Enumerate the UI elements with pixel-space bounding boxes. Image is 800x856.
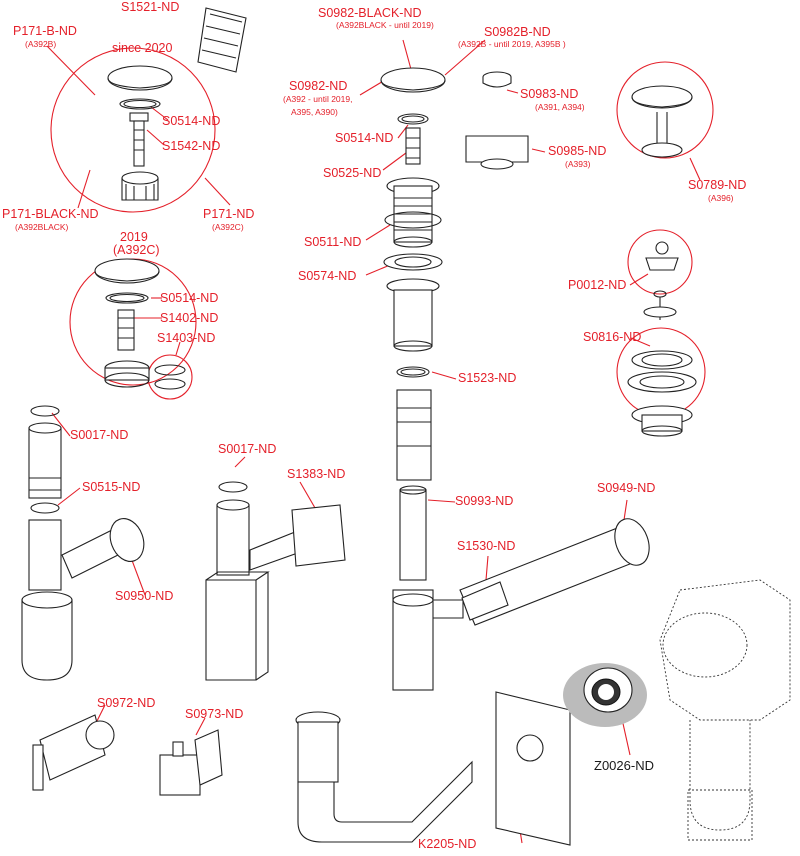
sub-s0983: (A391, A394) (535, 102, 585, 112)
label-s0983: S0983-ND (520, 87, 579, 101)
label-k2205: K2205-ND (418, 837, 477, 851)
sub-s0982-1: (A392 - until 2019, (283, 94, 353, 104)
label-s0574: S0574-ND (298, 269, 357, 283)
label-s0982b: S0982B-ND (484, 25, 551, 39)
z0026-part (563, 663, 647, 727)
label-s0993: S0993-ND (455, 494, 514, 508)
label-s0514-b: S0514-ND (160, 291, 219, 305)
circle-p0012 (627, 229, 693, 295)
sub-s0982b: (A392B - until 2019, A395B ) (458, 39, 566, 49)
s1521-clip (197, 7, 247, 73)
circle-s0789 (616, 61, 714, 159)
label-s0982: S0982-ND (289, 79, 348, 93)
label-s1523: S1523-ND (458, 371, 517, 385)
label-s0982-black: S0982-BLACK-ND (318, 6, 422, 20)
label-s0973: S0973-ND (185, 707, 244, 721)
label-p171: P171-ND (203, 207, 255, 221)
a392c-2019-parts (94, 258, 186, 390)
label-p171black: P171-BLACK-ND (2, 207, 99, 221)
central-waste-parts (380, 67, 529, 691)
sub-s0982-black: (A392BLACK - until 2019) (336, 20, 434, 30)
label-p0012: P0012-ND (568, 278, 627, 292)
label-s0985: S0985-ND (548, 144, 607, 158)
label-s1530: S1530-ND (457, 539, 516, 553)
label-s1521: S1521-ND (121, 0, 180, 14)
label-s0816: S0816-ND (583, 330, 642, 344)
sub-p171b: (A392B) (25, 39, 57, 49)
label-s0972: S0972-ND (97, 696, 156, 710)
label-s0515: S0515-ND (82, 480, 141, 494)
label-s0525: S0525-ND (323, 166, 382, 180)
circle-s1403-small (147, 354, 193, 400)
label-since-2020: since 2020 (112, 41, 173, 55)
angle-valves (32, 714, 223, 796)
leader-lines (46, 11, 701, 844)
label-s0017-b: S0017-ND (218, 442, 277, 456)
sub-p171black: (A392BLACK) (15, 222, 69, 232)
label-s0017-a: S0017-ND (70, 428, 129, 442)
label-s1383: S1383-ND (287, 467, 346, 481)
label-s0514-a: S0514-ND (162, 114, 221, 128)
sub-p171: (A392C) (212, 222, 244, 232)
label-z0026: Z0026-ND (594, 758, 654, 773)
label-s0789: S0789-ND (688, 178, 747, 192)
label-s0514-c: S0514-ND (335, 131, 394, 145)
label-p171b: P171-B-ND (13, 24, 77, 38)
square-trap (205, 481, 346, 681)
sub-s0982-2: A395, A390) (291, 107, 338, 117)
label-s1402: S1402-ND (160, 311, 219, 325)
sub-2019: (A392C) (113, 243, 160, 257)
label-s0511: S0511-ND (304, 235, 362, 249)
label-s1542: S1542-ND (162, 139, 221, 153)
bottle-trap-left (21, 405, 145, 681)
k2205-pipe-and-plate (295, 691, 571, 846)
right-small-parts (627, 85, 697, 437)
label-s1403: S1403-ND (157, 331, 216, 345)
circle-since-2020 (50, 47, 216, 213)
label-s0949: S0949-ND (597, 481, 656, 495)
label-s0950: S0950-ND (115, 589, 174, 603)
wall-siphon-dashed (659, 579, 791, 841)
long-pipe-right (459, 518, 650, 626)
sub-s0789: (A396) (708, 193, 734, 203)
sub-s0985: (A393) (565, 159, 591, 169)
p171-parts (107, 65, 173, 201)
label-2019: 2019 (120, 230, 148, 244)
